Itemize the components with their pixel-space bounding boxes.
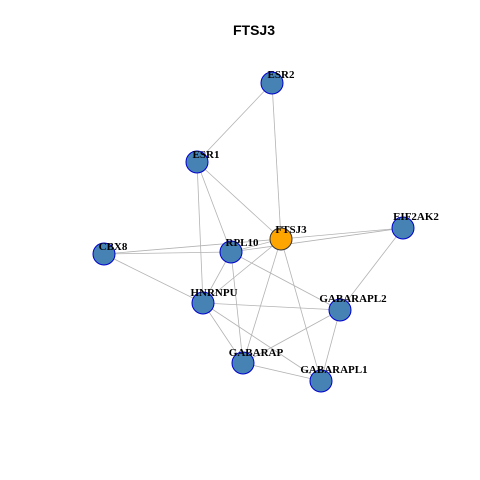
edge-cbx8-rpl10: [103, 251, 232, 255]
node-label-gabarapl1: GABARAPL1: [300, 364, 367, 376]
node-cbx8: [92, 242, 116, 266]
edge-eif2ak2-rpl10: [230, 227, 404, 253]
node-label-rpl10: RPL10: [226, 237, 260, 249]
node-label-esr1: ESR1: [193, 149, 220, 161]
edge-gabarap-gabarapl1: [242, 362, 322, 382]
node-label-esr2: ESR2: [268, 69, 295, 81]
node-gabarap: [231, 351, 255, 375]
node-label-gabarap: GABARAP: [229, 347, 284, 359]
node-label-ftsj3: FTSJ3: [275, 224, 307, 236]
edge-esr2-ftsj3: [271, 82, 282, 240]
edge-rpl10-gabarapl2: [230, 251, 341, 311]
node-ftsj3: [269, 227, 293, 251]
edge-hnrnpu-gabarapl1: [202, 302, 322, 382]
edge-esr1-hnrnpu: [196, 161, 204, 304]
node-eif2ak2: [391, 216, 415, 240]
edge-esr1-rpl10: [196, 161, 232, 253]
node-esr2: [260, 71, 284, 95]
edge-esr1-ftsj3: [196, 161, 282, 240]
node-layer: [92, 71, 415, 393]
node-hnrnpu: [191, 291, 215, 315]
edge-ftsj3-eif2ak2: [280, 227, 404, 240]
edge-cbx8-hnrnpu: [103, 253, 204, 304]
diagram-title: FTSJ3: [233, 22, 275, 38]
node-gabarapl1: [309, 369, 333, 393]
node-gabarapl2: [328, 298, 352, 322]
edge-ftsj3-gabarap: [242, 238, 282, 364]
node-label-gabarapl2: GABARAPL2: [319, 293, 387, 305]
edge-gabarapl2-gabarap: [242, 309, 341, 364]
edge-ftsj3-cbx8: [103, 238, 282, 255]
node-label-hnrnpu: HNRNPU: [190, 287, 237, 299]
edge-hnrnpu-gabarap: [202, 302, 244, 364]
edge-eif2ak2-gabarapl2: [339, 227, 404, 311]
edge-gabarapl2-gabarapl1: [320, 309, 341, 382]
node-esr1: [185, 150, 209, 174]
edge-ftsj3-gabarapl1: [280, 238, 322, 382]
edge-ftsj3-hnrnpu: [202, 238, 282, 304]
node-label-cbx8: CBX8: [99, 241, 128, 253]
node-rpl10: [219, 240, 243, 264]
node-label-eif2ak2: EIF2AK2: [393, 211, 439, 223]
edge-esr2-esr1: [196, 82, 273, 163]
edge-hnrnpu-gabarapl2: [202, 302, 341, 311]
edge-rpl10-gabarap: [230, 251, 244, 364]
edge-layer: [103, 82, 404, 382]
